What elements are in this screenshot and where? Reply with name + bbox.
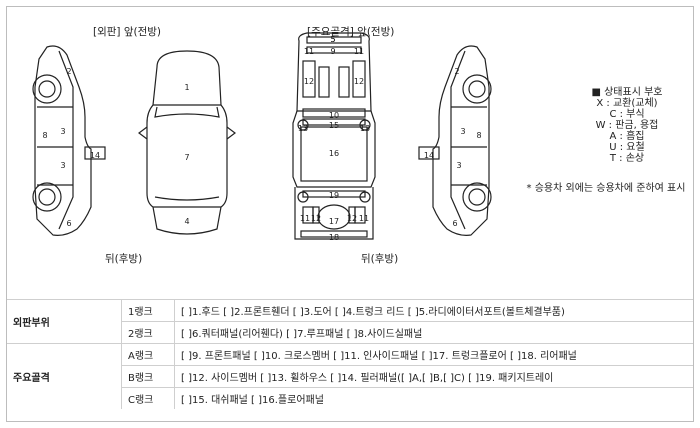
exterior-side-view-right — [418, 45, 492, 236]
exterior-number-label: 8 — [42, 131, 47, 140]
car-diagrams: 1223333456678814145911111212101516131319… — [32, 32, 492, 242]
legend-note: * 승용차 외에는 승용차에 준하여 표시 — [526, 183, 686, 194]
exterior-number-label: 3 — [460, 127, 465, 136]
exterior-rear-label: 뒤(후방) — [105, 253, 143, 265]
legend-item: U : 요철 — [609, 142, 645, 153]
structure-number-label: 15 — [329, 121, 339, 130]
structure-rear-label: 뒤(후방) — [361, 253, 399, 265]
parts-items: [ ]12. 사이드멤버 [ ]13. 휠하우스 [ ]14. 필러패널([ ]… — [174, 365, 693, 388]
exterior-number-label: 7 — [184, 153, 189, 162]
diagram-area: [외판] 앞(전방) [주요골격] 앞(전방) 뒤(후방) 뒤(후방) — [7, 7, 693, 299]
legend-item: X : 교환(교체) — [596, 98, 658, 109]
rank-label: A랭크 — [121, 343, 175, 366]
exterior-number-label: 3 — [60, 161, 65, 170]
exterior-number-label: 4 — [184, 217, 189, 226]
structure-number-label: 11 — [354, 47, 364, 56]
structure-number-label: 5 — [330, 35, 335, 44]
table-row: 2랭크 [ ]6.쿼터패널(리어휀다) [ ]7.루프패널 [ ]8.사이드실패… — [7, 321, 693, 344]
exterior-number-label: 8 — [476, 131, 481, 140]
status-legend: ■ 상태표시 부호 X : 교환(교체) C : 부식 W : 판금, 용접 A… — [567, 87, 687, 164]
exterior-number-label: 3 — [456, 161, 461, 170]
structure-number-label: 17 — [329, 217, 339, 226]
parts-items: [ ]1.후드 [ ]2.프론트휀더 [ ]3.도어 [ ]4.트렁크 리드 [… — [174, 299, 693, 322]
exterior-number-label: 2 — [66, 67, 71, 76]
exterior-number-label: 3 — [60, 127, 65, 136]
legend-title: ■ 상태표시 부호 — [591, 87, 663, 98]
parts-items: [ ]6.쿼터패널(리어휀다) [ ]7.루프패널 [ ]8.사이드실패널 — [174, 321, 693, 344]
rank-label: C랭크 — [121, 387, 175, 409]
structure-number-label: 18 — [329, 233, 339, 242]
exterior-number-label: 1 — [184, 83, 189, 92]
exterior-front-label: [외판] 앞(전방) — [93, 26, 162, 38]
structure-number-label: 13 — [298, 124, 308, 133]
structure-number-label: 11 — [300, 214, 310, 223]
legend-item: W : 판금, 용접 — [595, 120, 659, 131]
table-row: 주요골격 A랭크 [ ]9. 프론트패널 [ ]10. 크로스멤버 [ ]11.… — [7, 343, 693, 409]
exterior-number-label: 14 — [90, 151, 100, 160]
structure-front-label: [주요골격] 앞(전방) — [307, 26, 395, 38]
legend-item: T : 손상 — [609, 153, 645, 164]
category-exterior: 외판부위 — [7, 299, 122, 344]
structure-number-label: 11 — [304, 47, 314, 56]
exterior-top-view — [138, 50, 236, 235]
structure-number-label: 13 — [360, 124, 370, 133]
structure-number-label: 12 — [354, 77, 364, 86]
table-row: B랭크 [ ]12. 사이드멤버 [ ]13. 휠하우스 [ ]14. 필러패널… — [7, 365, 693, 388]
structure-number-label: 12 — [347, 214, 357, 223]
exterior-number-label: 14 — [424, 151, 434, 160]
rank-label: 1랭크 — [121, 299, 175, 322]
table-row: 외판부위 1랭크 [ ]1.후드 [ ]2.프론트휀더 [ ]3.도어 [ ]4… — [7, 299, 693, 344]
rank-label: 2랭크 — [121, 321, 175, 344]
exterior-number-label: 5 — [330, 35, 335, 44]
exterior-number-label: 2 — [454, 67, 459, 76]
structure-number-label: 10 — [329, 111, 339, 120]
structure-number-label: 12 — [304, 77, 314, 86]
legend-item: C : 부식 — [609, 109, 645, 120]
category-structure: 주요골격 — [7, 343, 122, 409]
parts-items: [ ]15. 대쉬패널 [ ]16.플로어패널 — [174, 387, 693, 409]
parts-items: [ ]9. 프론트패널 [ ]10. 크로스멤버 [ ]11. 인사이드패널 [… — [174, 343, 693, 366]
exterior-number-label: 6 — [452, 219, 457, 228]
rank-label: B랭크 — [121, 365, 175, 388]
exterior-number-label: 6 — [66, 219, 71, 228]
structure-number-label: 11 — [359, 214, 369, 223]
structure-number-label: 9 — [330, 47, 335, 56]
parts-table: 외판부위 1랭크 [ ]1.후드 [ ]2.프론트휀더 [ ]3.도어 [ ]4… — [7, 299, 693, 409]
structure-number-label: 19 — [329, 191, 339, 200]
structure-number-label: 16 — [329, 149, 339, 158]
table-row: C랭크 [ ]15. 대쉬패널 [ ]16.플로어패널 — [7, 387, 693, 409]
structure-top-view — [292, 32, 376, 240]
legend-item: A : 흠집 — [609, 131, 645, 142]
exterior-side-view-left — [32, 45, 106, 236]
inspection-sheet: [외판] 앞(전방) [주요골격] 앞(전방) 뒤(후방) 뒤(후방) — [6, 6, 694, 422]
structure-number-label: 12 — [311, 214, 321, 223]
